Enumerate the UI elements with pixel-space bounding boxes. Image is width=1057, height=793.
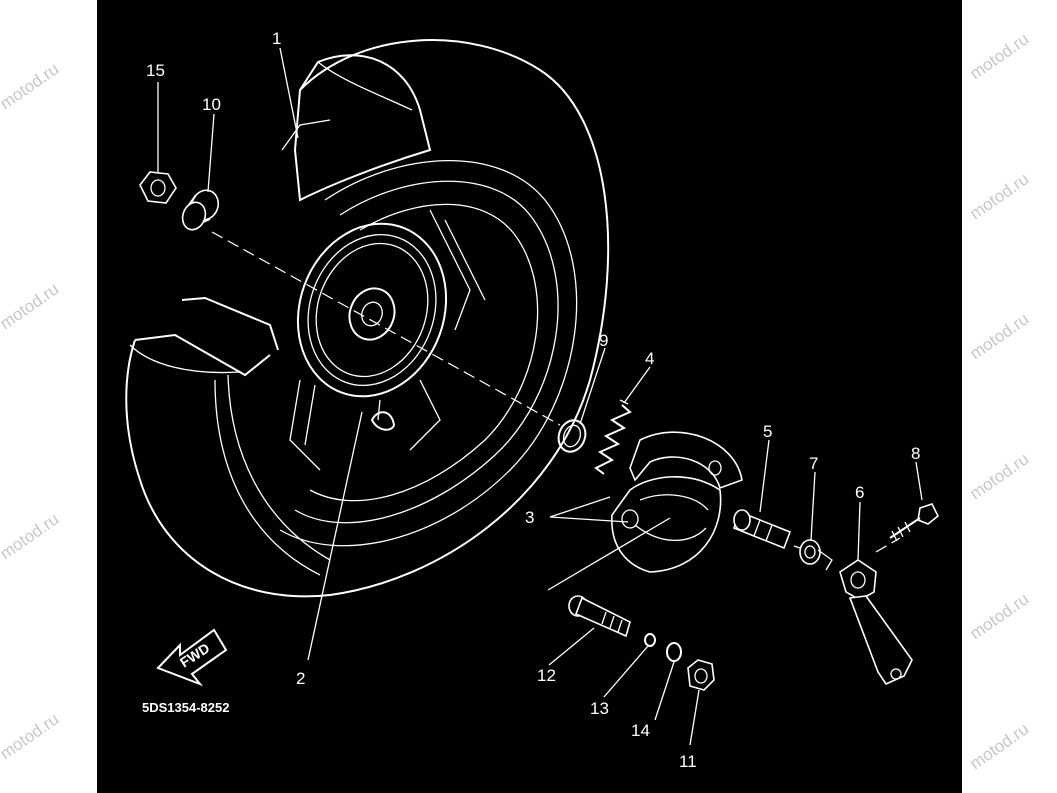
collar-10-icon [181, 189, 220, 231]
callout-10: 10 [202, 95, 221, 114]
callout-3: 3 [525, 508, 534, 527]
callout-11: 11 [679, 752, 697, 771]
callout-15: 15 [146, 61, 165, 80]
callout-14: 14 [631, 721, 650, 740]
bolt-8-icon [889, 503, 940, 542]
brake-arm-6-icon [839, 559, 913, 686]
callout-8: 8 [911, 444, 920, 463]
axle-centerline [211, 231, 561, 426]
callout-2: 2 [296, 669, 305, 688]
callout-13: 13 [590, 699, 609, 718]
diagram-canvas [97, 0, 962, 793]
cam-shaft-5-icon [732, 509, 792, 550]
callout-9: 9 [599, 331, 608, 350]
callout-4: 4 [645, 349, 654, 368]
nut-11-icon [687, 659, 715, 691]
anchor-pin-12-icon [568, 595, 631, 638]
washer-14-icon [666, 642, 682, 662]
assembly-line-8 [875, 537, 901, 553]
washer-13-icon [644, 633, 656, 647]
callout-6: 6 [855, 483, 864, 502]
callout-7: 7 [809, 454, 818, 473]
brake-shoes-3-icon [611, 431, 743, 573]
callout-12: 12 [537, 666, 556, 685]
indicator-7-icon [799, 539, 833, 571]
o-ring-9-icon [557, 419, 587, 453]
callout-5: 5 [763, 422, 772, 441]
nut-15-icon [139, 171, 177, 204]
callout-labels: 1 2 3 4 5 6 7 8 9 10 11 12 13 14 15 [146, 29, 920, 771]
wheel-assembly [125, 39, 610, 598]
assembly-line-5-7 [793, 545, 801, 549]
callout-1: 1 [272, 29, 281, 48]
diagram-code: 5DS1354-8252 [142, 700, 229, 715]
leader-lines [157, 47, 923, 746]
